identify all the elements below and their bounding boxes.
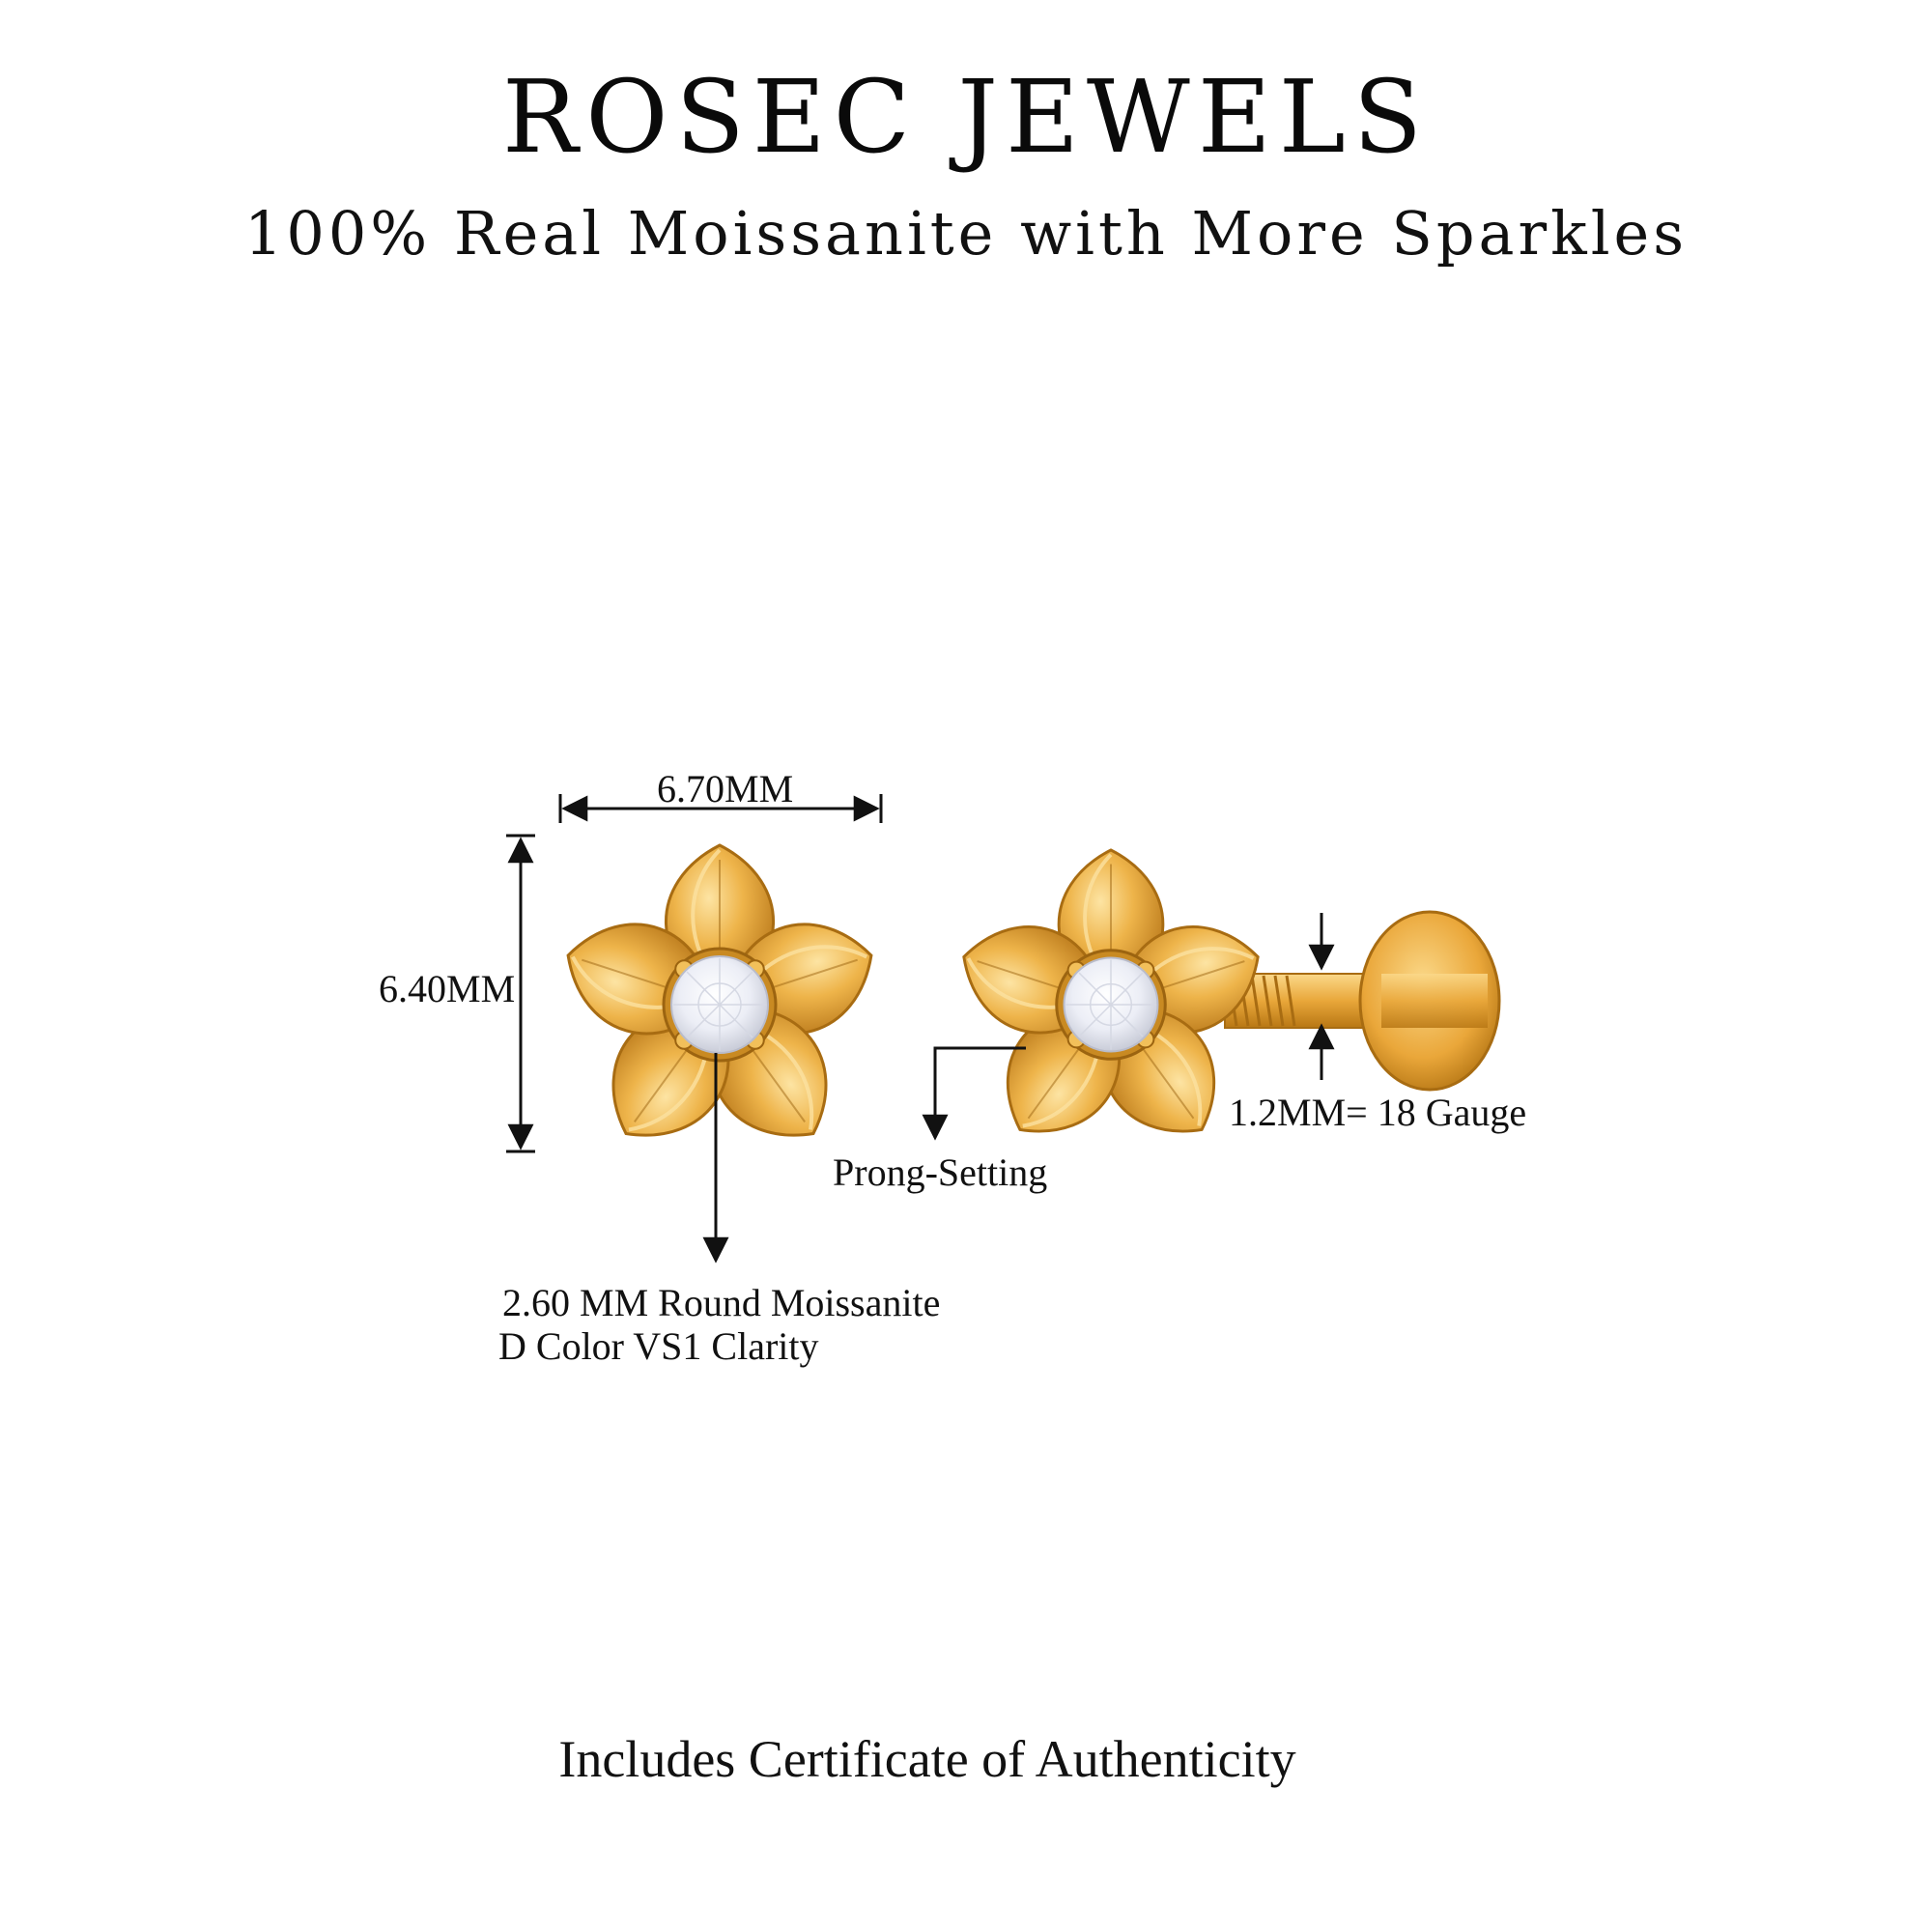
thread <box>1262 975 1273 1027</box>
height-dimension <box>506 834 535 1153</box>
brand-title: ROSEC JEWELS <box>501 58 1431 176</box>
thread <box>1250 975 1262 1027</box>
gauge-label: 1.2MM= 18 Gauge <box>1229 1091 1527 1134</box>
width-label: 6.70MM <box>657 767 794 810</box>
thread <box>1273 975 1285 1027</box>
front-flower <box>566 843 873 1137</box>
height-label: 6.40MM <box>379 967 516 1010</box>
prong-setting-label: Prong-Setting <box>833 1151 1048 1194</box>
width-dimension <box>558 794 883 823</box>
brand-tagline: 100% Real Moissanite with More Sparkles <box>243 198 1689 269</box>
certificate-note: Includes Certificate of Authenticity <box>558 1730 1296 1788</box>
thread <box>1285 975 1296 1027</box>
side-earring <box>962 848 1501 1133</box>
stone-spec-line1: 2.60 MM Round Moissanite <box>502 1281 941 1324</box>
prong-callout-line <box>922 1046 1026 1141</box>
stone-spec-line2: D Color VS1 Clarity <box>498 1324 819 1368</box>
